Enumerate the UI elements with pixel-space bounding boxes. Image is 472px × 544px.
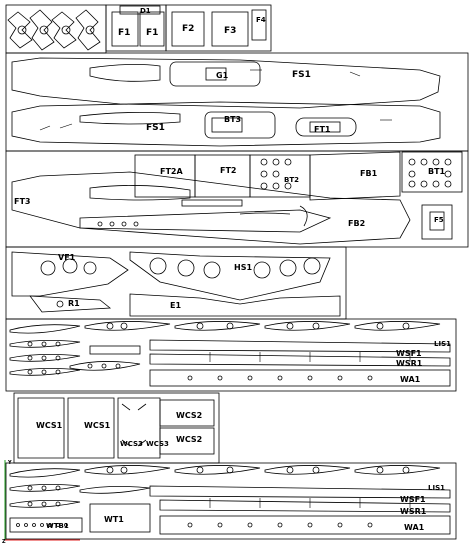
label-e1: E1	[170, 301, 181, 310]
aileron-bottom	[159, 515, 451, 535]
fuselage-top-ft3	[11, 171, 411, 245]
part-wt1	[89, 503, 151, 533]
part-wtb1	[9, 517, 83, 533]
bt1-holes	[408, 158, 452, 188]
motor-mount-left	[7, 9, 55, 51]
label-wa1-top: WA1	[400, 375, 421, 384]
panel-f2-f3-f4	[165, 4, 272, 52]
label-hs1: HS1	[234, 263, 252, 272]
label-lis1-bottom: LIS1	[428, 484, 445, 492]
label-wcs2-b: WCS2	[176, 435, 202, 444]
label-f4: F4	[256, 16, 266, 24]
label-wt1: WT1	[104, 515, 124, 524]
label-wtb1: WTB1	[46, 522, 69, 530]
panel-wing-ribs-b	[5, 462, 457, 540]
fuselage-side-top	[11, 57, 441, 109]
label-ft1: FT1	[314, 125, 331, 134]
label-r1: R1	[68, 299, 80, 308]
ft3-holes	[97, 221, 139, 227]
label-ft2a: FT2A	[160, 167, 183, 176]
label-fb2: FB2	[348, 219, 365, 228]
label-f2: F2	[182, 24, 194, 34]
rudder	[29, 295, 112, 313]
label-wcs1-a: WCS1	[36, 421, 63, 430]
label-fs1-bottom: FS1	[146, 123, 165, 133]
aileron-top	[149, 369, 451, 387]
label-f1: F1	[118, 28, 130, 38]
label-fs1-top: FS1	[292, 70, 311, 80]
label-lis1-top: LIS1	[434, 340, 451, 348]
label-ft3: FT3	[14, 197, 31, 206]
label-wa1-bottom: WA1	[404, 523, 425, 532]
elevator	[129, 293, 341, 317]
label-wcs1-b: WCS1	[84, 421, 111, 430]
label-wcs3-a: WCS3	[120, 440, 143, 448]
label-wsf1-top: WSF1	[396, 349, 422, 358]
motor-mount-right	[51, 9, 101, 51]
label-bt1: BT1	[428, 167, 446, 176]
label-bt2: BT2	[284, 176, 299, 184]
label-wcs3-b: WCS3	[146, 440, 169, 448]
rib-row-1a	[9, 321, 441, 334]
rib-holes-1a	[106, 322, 410, 330]
bt2-holes	[260, 158, 292, 190]
spar-front-top	[149, 339, 451, 353]
label-g1: G1	[216, 71, 229, 80]
label-f1-second: F1	[146, 28, 158, 38]
label-wsf1-bottom: WSF1	[400, 495, 426, 504]
label-f3: F3	[224, 26, 236, 36]
horizontal-stab	[129, 251, 331, 301]
spar-front-bottom	[149, 485, 451, 499]
panel-fuselage-top-bottom	[5, 150, 469, 248]
label-d1: D1	[140, 7, 151, 15]
spar-rear-bottom	[159, 499, 451, 513]
label-ft2: FT2	[220, 166, 237, 175]
label-fb1: FB1	[360, 169, 378, 178]
label-wsr1-top: WSR1	[396, 359, 423, 368]
label-wcs2-a: WCS2	[176, 411, 202, 420]
axis-y-label: Y	[7, 460, 12, 466]
panel-wing-ribs-a	[5, 318, 457, 392]
label-f5: F5	[434, 216, 444, 224]
spar-rear-top	[149, 353, 451, 367]
fuselage-side-bottom	[11, 101, 441, 147]
label-wsr1-bottom: WSR1	[400, 507, 427, 516]
label-bt3: BT3	[224, 115, 241, 124]
label-vf1: VF1	[58, 253, 76, 262]
rib-row-1b	[9, 465, 441, 478]
vertical-fin	[11, 251, 129, 297]
axis-x-label: Z	[2, 539, 6, 544]
